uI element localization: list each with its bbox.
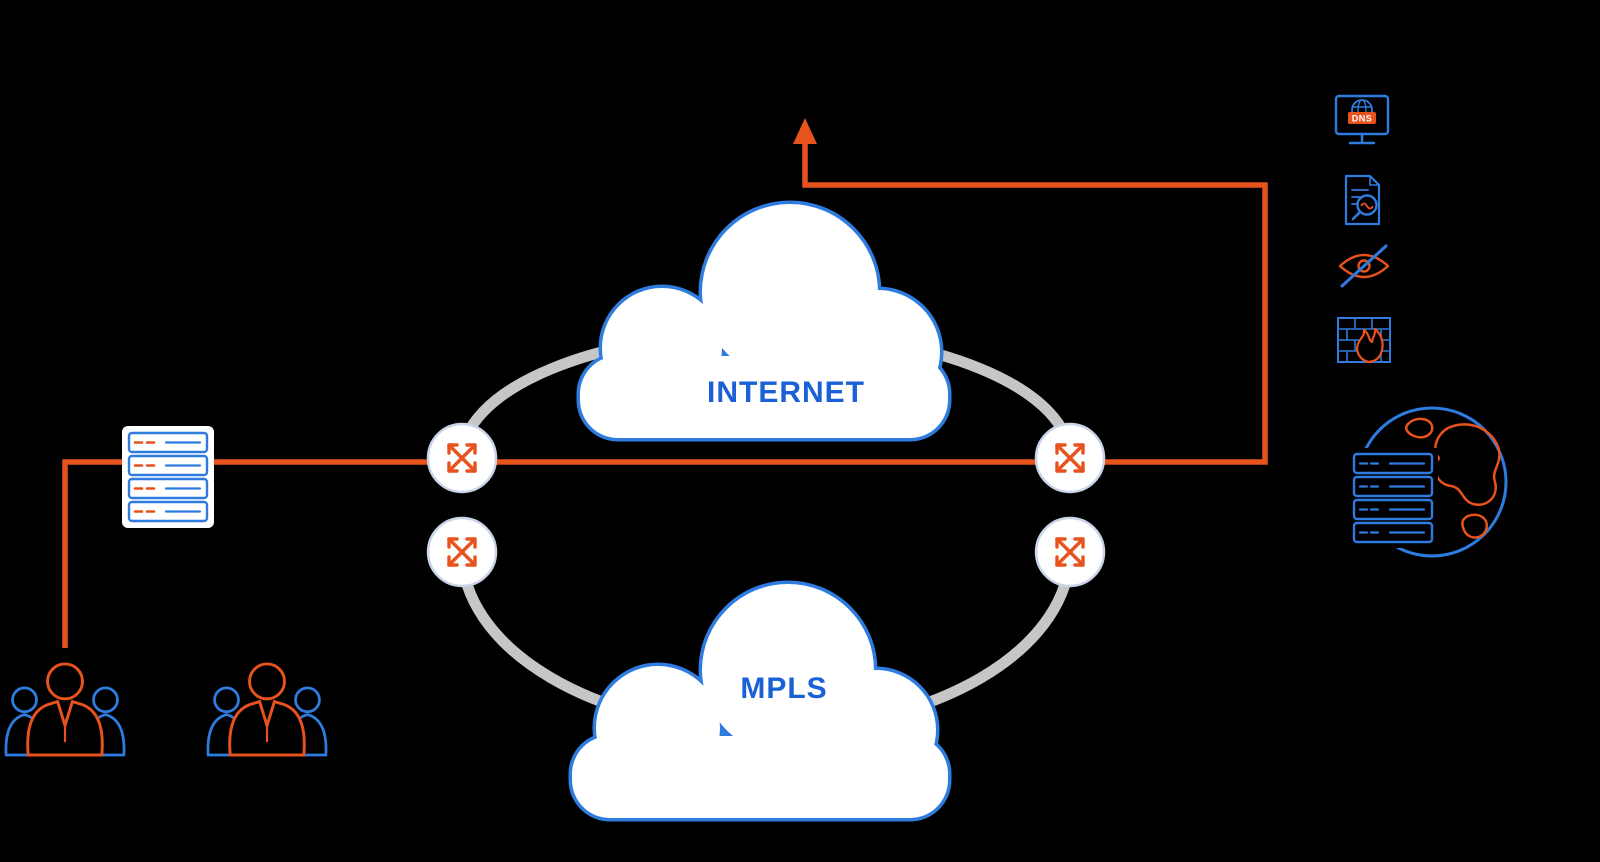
users-group-2 [206,662,328,757]
transport-node-top-right [1034,422,1106,494]
breakout-arrow-icon [793,118,817,144]
transport-node-top-left [426,422,498,494]
mpls-cloud: MPLS [568,580,952,822]
dns-monitor-icon: DNS [1334,94,1390,145]
server-rack-icon [122,426,214,528]
globe-continents [1405,417,1501,539]
traffic-path [62,140,1268,648]
firewall-icon [1337,317,1391,364]
transport-node-bottom-left [426,516,498,588]
document-scan-icon [1344,174,1381,226]
global-server-icon [1348,406,1508,558]
internet-label: INTERNET [707,376,865,409]
dns-badge-label: DNS [1352,114,1373,124]
mpls-label: MPLS [740,672,827,705]
users-group-1 [4,662,126,757]
hidden-eye-icon [1338,244,1390,288]
transport-node-bottom-right [1034,516,1106,588]
internet-cloud: INTERNET [576,200,952,442]
